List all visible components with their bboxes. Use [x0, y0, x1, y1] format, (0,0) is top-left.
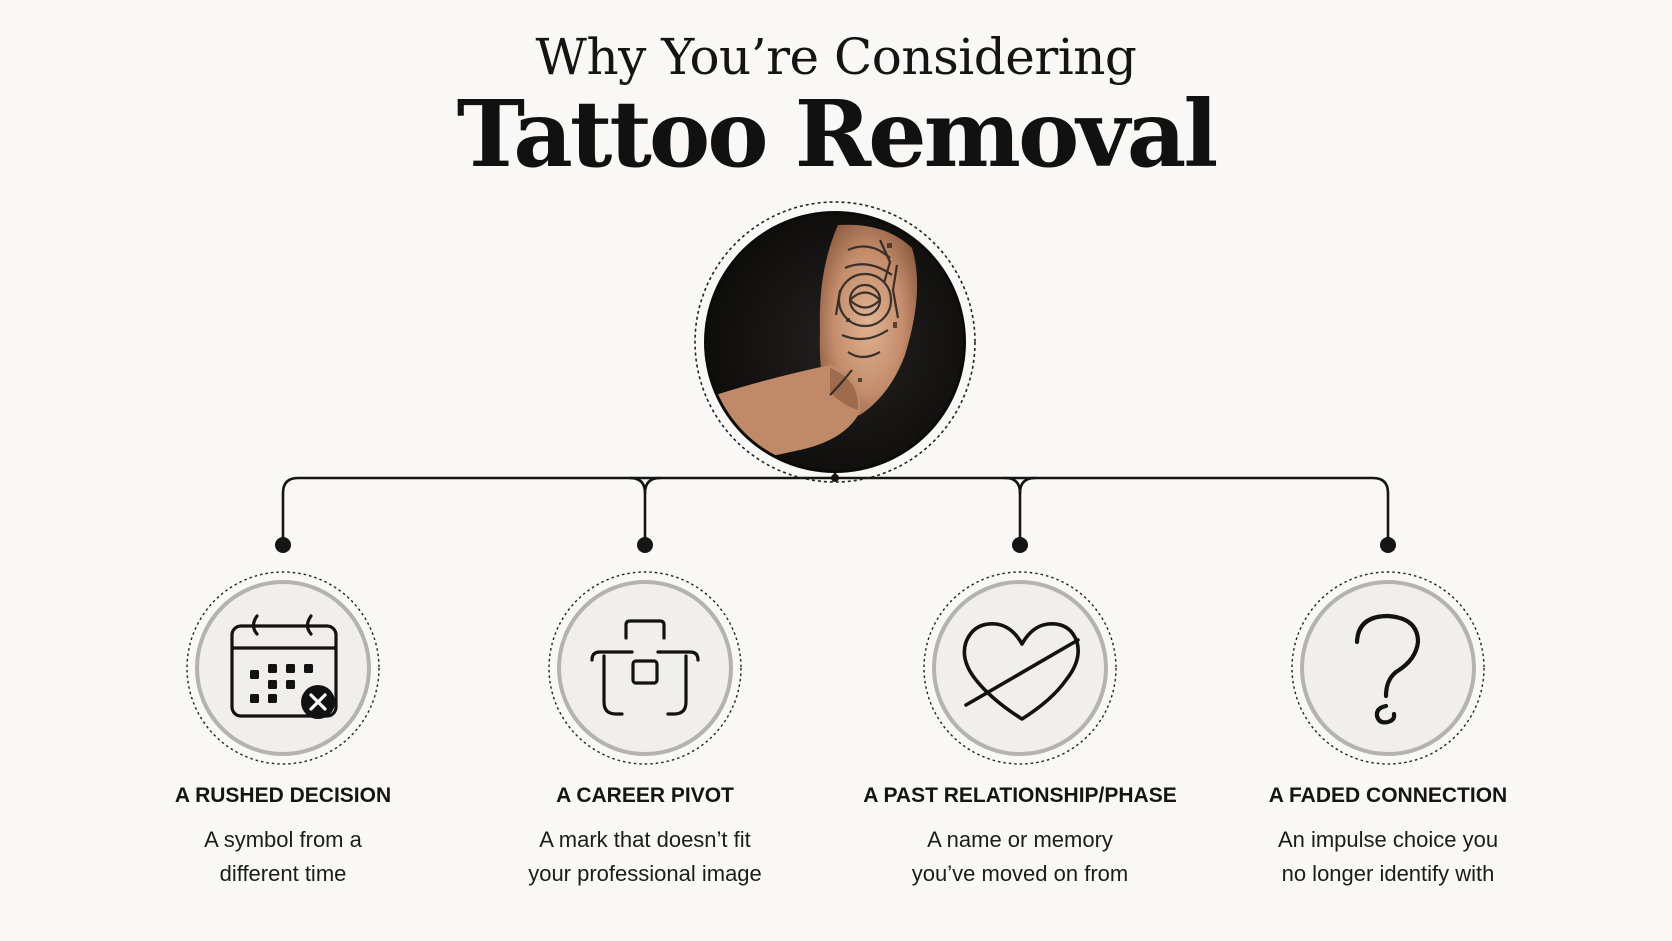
reason-desc-4-line-2: no longer identify with: [1281, 861, 1495, 886]
reason-icon-circle-1: [186, 571, 380, 765]
reason-desc-2-line-1: A mark that doesn’t fit: [539, 827, 751, 852]
reason-title-2: A CAREER PIVOT: [556, 784, 734, 807]
reason-icon-circle-2: [548, 571, 742, 765]
photo-dotted-ring: [694, 201, 976, 483]
question-mark-icon: [1354, 613, 1421, 725]
reason-desc-2-line-2: your professional image: [528, 861, 762, 886]
node-dot-1: [275, 537, 291, 553]
tattooed-arm-photo: [707, 214, 963, 470]
connector-tree: [281, 468, 1390, 547]
reason-title-1: A RUSHED DECISION: [174, 784, 392, 807]
calendar-x-icon: [230, 614, 338, 718]
title-line-1: Why You’re Considering: [535, 28, 1137, 86]
node-dot-2: [637, 537, 653, 553]
reason-desc-1-line-1: A symbol from a: [204, 827, 362, 852]
center-photo: [694, 201, 976, 483]
reason-desc-3: A name or memory you’ve moved on from: [820, 823, 1220, 891]
reason-desc-2: A mark that doesn’t fit your professiona…: [445, 823, 845, 891]
reason-icon-circle-3: [923, 571, 1117, 765]
reason-desc-1: A symbol from a different time: [83, 823, 483, 891]
crossed-heart-icon: [962, 622, 1080, 721]
tree-root-dot: [831, 474, 839, 482]
reason-desc-3-line-2: you’ve moved on from: [911, 861, 1129, 886]
reason-desc-1-line-2: different time: [219, 861, 347, 886]
reason-title-3: A PAST RELATIONSHIP/PHASE: [863, 784, 1177, 807]
reason-desc-4-line-1: An impulse choice you: [1277, 827, 1499, 852]
briefcase-icon: [590, 619, 700, 716]
page-title: Tattoo Removal: [456, 80, 1219, 188]
reason-desc-4: An impulse choice you no longer identify…: [1188, 823, 1588, 891]
node-dot-4: [1380, 537, 1396, 553]
reason-title-4: A FADED CONNECTION: [1268, 784, 1508, 807]
reason-desc-3-line-1: A name or memory: [927, 827, 1113, 852]
reason-icon-circle-4: [1291, 571, 1485, 765]
node-dot-3: [1012, 537, 1028, 553]
